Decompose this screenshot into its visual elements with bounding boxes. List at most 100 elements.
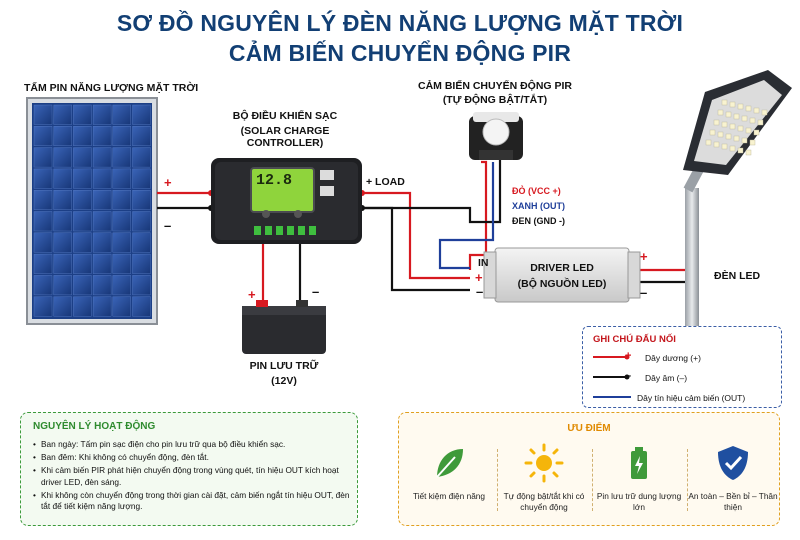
controller-terminal [254, 226, 261, 235]
advantage-item: Pin lưu trữ dung lượng lớn [594, 441, 684, 519]
solar-cell [92, 126, 112, 147]
solar-cell [53, 147, 72, 168]
leaf-icon [436, 449, 463, 478]
solar-cell [112, 232, 132, 253]
lamp-led [721, 121, 728, 128]
solar-cell [92, 211, 112, 232]
lamp-led [741, 137, 748, 144]
lamp-led [745, 127, 752, 134]
solar-cell [112, 189, 132, 210]
solar-cell [112, 126, 132, 147]
solar-cell [53, 168, 72, 189]
solar-cell [53, 275, 72, 296]
solar-cell [112, 275, 132, 296]
principle-item: Khi không còn chuyển động trong thời gia… [33, 490, 351, 512]
lamp-led [721, 99, 728, 106]
lamp-led [737, 103, 744, 110]
battery-label: PIN LƯU TRỮ [249, 360, 319, 372]
page-title: SƠ ĐỒ NGUYÊN LÝ ĐÈN NĂNG LƯỢNG MẶT TRỜI [116, 10, 684, 36]
battery-icon [631, 447, 647, 479]
lamp-led [705, 139, 712, 146]
pir-wire-blue: XANH (OUT) [512, 201, 565, 211]
advantages-box: ƯU ĐIỂM Tiết kiệm điện năng Tự động bật/… [398, 412, 780, 526]
legend-item-positive: Dây dương (+) [645, 353, 701, 363]
lamp-led [737, 147, 744, 154]
driver-in-plus-sign: + [475, 270, 483, 285]
controller-label: BỘ ĐIỀU KHIỂN SẠC [232, 110, 338, 122]
lamp-led [721, 143, 728, 150]
page-subtitle: CẢM BIẾN CHUYỂN ĐỘNG PIR [228, 40, 572, 66]
lamp-led [745, 105, 752, 112]
pir-wire-red: ĐỎ (VCC +) [512, 186, 561, 196]
principle-list: Ban ngày: Tấm pin sạc điện cho pin lưu t… [33, 439, 351, 514]
wiring-legend: GHI CHÚ ĐẤU NỐI + – Dây dương (+) Dây âm… [582, 326, 782, 408]
solar-cell [33, 104, 53, 125]
principle-item: Khi cảm biến PIR phát hiện chuyển động t… [33, 465, 351, 487]
lamp-led [729, 145, 736, 152]
load-minus-sign: – [368, 200, 376, 215]
solar-panel [26, 97, 158, 325]
shield-check-icon [718, 446, 748, 480]
lamp-led [717, 109, 724, 116]
lamp-led [761, 109, 768, 116]
legend-minus-sign: – [625, 370, 632, 382]
solar-cell [73, 211, 92, 232]
charge-controller [211, 158, 362, 244]
solar-cell [132, 253, 151, 274]
solar-cell [33, 275, 53, 296]
load-plus-label: + LOAD [366, 176, 405, 188]
lamp-led [749, 139, 756, 146]
advantage-text: An toàn – Bền bỉ – Thân thiện [688, 491, 778, 512]
principle-item: Ban đêm: Khi không có chuyển động, đèn t… [33, 452, 351, 463]
driver-label: DRIVER LED [530, 262, 594, 274]
solar-cell [53, 296, 72, 317]
sun-icon [524, 443, 564, 483]
advantages-title: ƯU ĐIỂM [567, 423, 611, 434]
lamp-led [729, 101, 736, 108]
controller-terminal [309, 226, 316, 235]
solar-cell [73, 253, 92, 274]
panel-minus-sign: – [164, 218, 172, 233]
solar-cell [132, 168, 151, 189]
solar-cell [112, 211, 132, 232]
panel-plus-sign: + [164, 175, 172, 190]
solar-cell [132, 296, 151, 317]
solar-cell [92, 232, 112, 253]
lamp-led [741, 115, 748, 122]
advantage-item: An toàn – Bền bỉ – Thân thiện [688, 441, 778, 519]
solar-cell [112, 168, 132, 189]
driver-in-minus-sign: – [476, 284, 484, 299]
solar-panel-label: TẤM PIN NĂNG LƯỢNG MẶT TRỜI [24, 82, 199, 94]
advantage-text: Pin lưu trữ dung lượng lớn [596, 491, 682, 512]
solar-cell [73, 104, 92, 125]
lamp-led [749, 117, 756, 124]
solar-cell [73, 296, 92, 317]
legend-plus-sign: + [625, 350, 632, 362]
advantage-text: Tiết kiệm điện năng [412, 491, 486, 501]
solar-cell [92, 296, 112, 317]
pir-label: CẢM BIẾN CHUYỂN ĐỘNG PIR [417, 80, 572, 92]
blue-wires [438, 162, 495, 270]
lamp-led [737, 125, 744, 132]
solar-cell [53, 104, 72, 125]
lamp-led [717, 131, 724, 138]
battery-sublabel: (12V) [271, 375, 297, 387]
solar-cell [33, 147, 53, 168]
lamp-label: ĐÈN LED [714, 270, 761, 282]
lamp-led [733, 135, 740, 142]
solar-cell [112, 253, 132, 274]
solar-cell [53, 211, 72, 232]
solar-cell [132, 189, 151, 210]
lamp-led [729, 123, 736, 130]
solar-cell [73, 232, 92, 253]
solar-cell [33, 126, 53, 147]
advantage-text: Tự động bật/tắt khi có chuyển động [503, 491, 585, 512]
controller-terminal [276, 226, 283, 235]
lamp-led [733, 113, 740, 120]
pir-wire-black: ĐEN (GND -) [512, 216, 565, 226]
lamp-led [713, 141, 720, 148]
solar-cell [33, 189, 53, 210]
controller-terminal [298, 226, 305, 235]
battery-plus-sign: + [248, 287, 256, 302]
principle-title: NGUYÊN LÝ HOẠT ĐỘNG [33, 421, 156, 432]
